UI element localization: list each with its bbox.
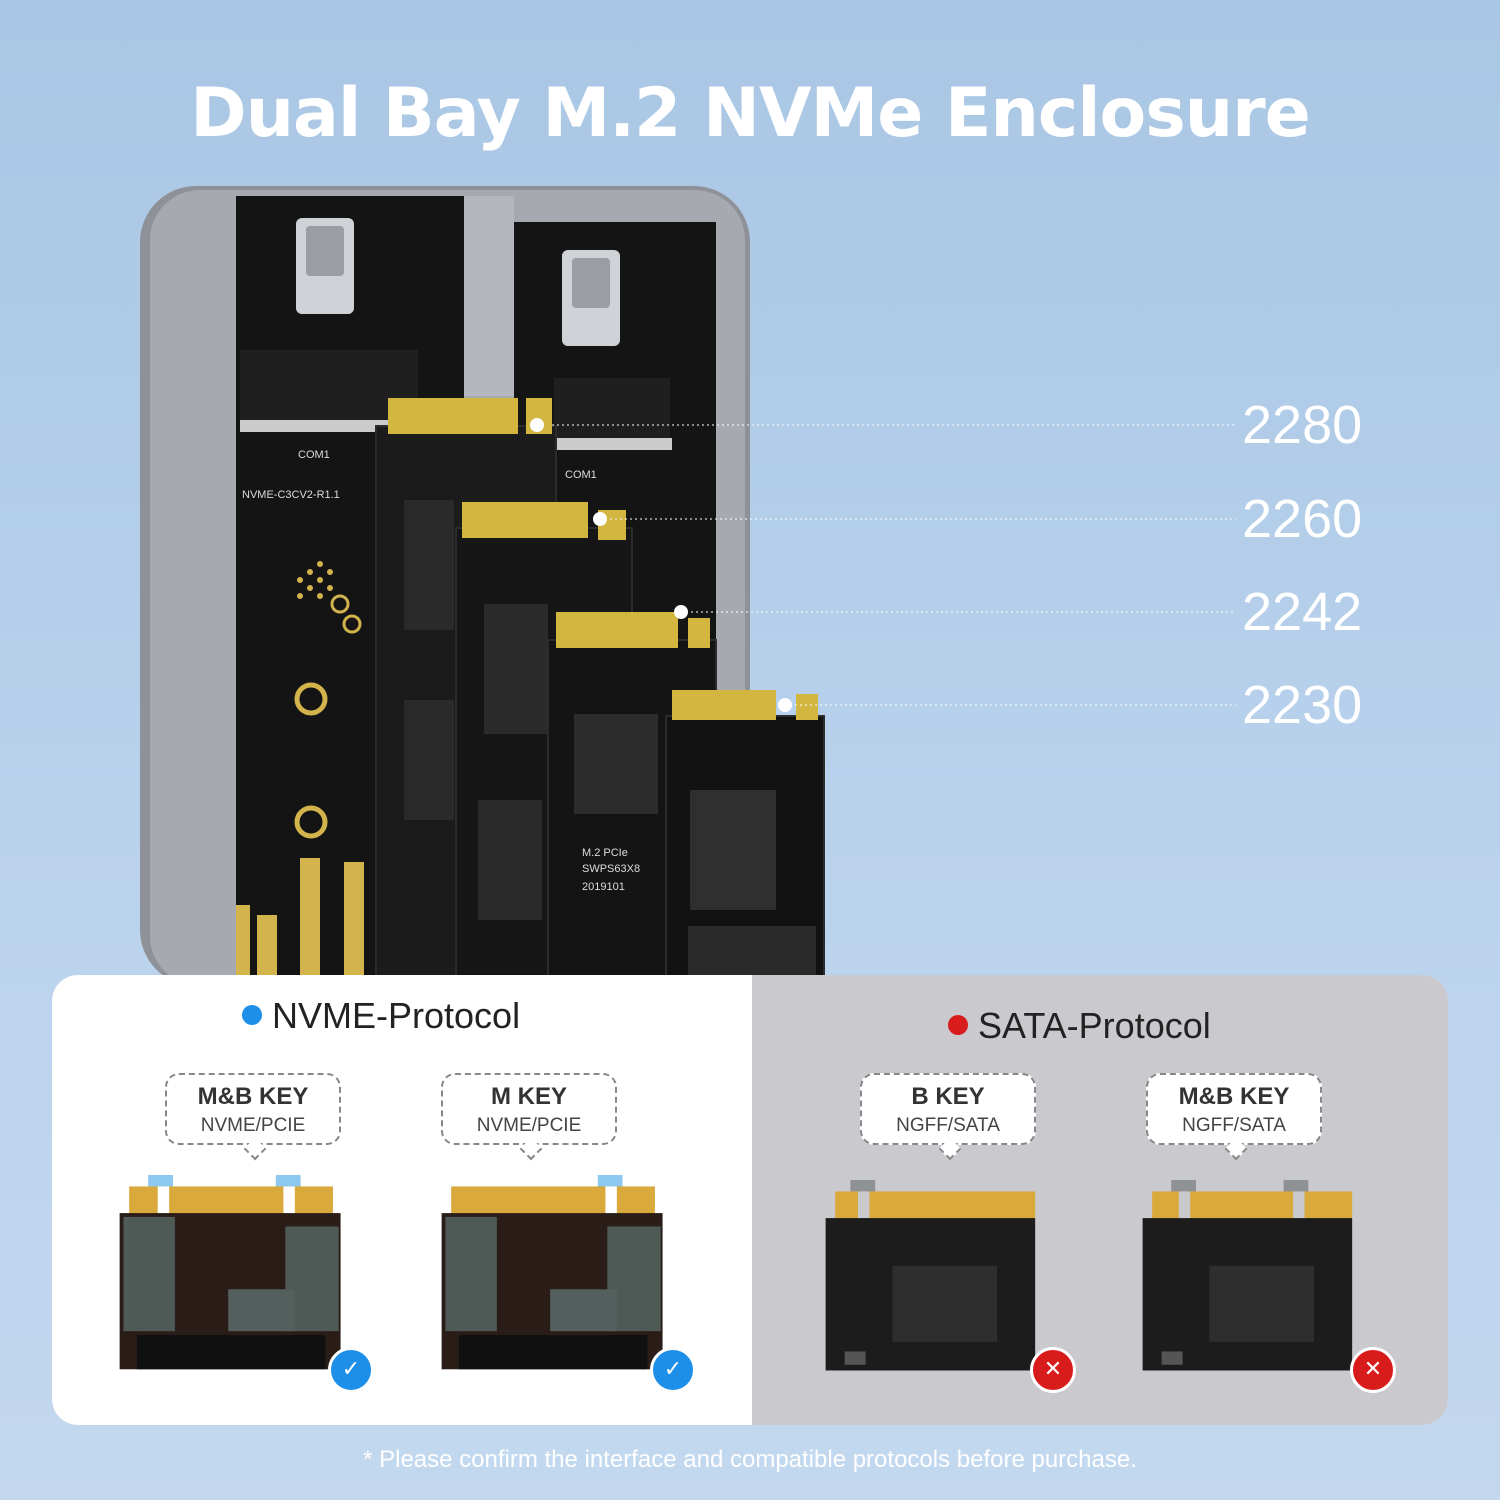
sata-ssd-card-1: [825, 1180, 1036, 1371]
size-label-2230: 2230: [1242, 675, 1363, 735]
sata-card-2-bubble: M&B KEY NGFF/SATA: [1146, 1073, 1322, 1161]
check-icon: ✓: [328, 1347, 374, 1393]
ssd-label-2: SWPS63X8: [582, 863, 640, 875]
nvme-ssd-card-2: [441, 1175, 663, 1370]
cross-icon: ✕: [1350, 1347, 1396, 1393]
ssd-label-3: 2019101: [582, 881, 625, 893]
cross-icon: ✕: [1030, 1347, 1076, 1393]
sata-section: SATA-Protocol B KEY NGFF/SATA M&B KEY NG…: [752, 975, 1448, 1425]
nvme-card-2-bubble: M KEY NVME/PCIE: [441, 1073, 617, 1161]
ssd-label-1: M.2 PCIe: [582, 847, 628, 859]
board-label-com1-left: COM1: [298, 449, 330, 461]
nvme-dot-icon: [242, 1005, 262, 1025]
check-icon: ✓: [650, 1347, 696, 1393]
sata-card-1-bubble: B KEY NGFF/SATA: [860, 1073, 1036, 1161]
sata-dot-icon: [948, 1015, 968, 1035]
sata-ssd-card-2: [1142, 1180, 1353, 1371]
nvme-ssd-card-1: [119, 1175, 341, 1370]
size-label-2242: 2242: [1242, 582, 1363, 642]
page-title: Dual Bay M.2 NVMe Enclosure: [190, 74, 1311, 153]
board-label-com1-right: COM1: [565, 469, 597, 481]
compatibility-panel: NVME-Protocol M&B KEY NVME/PCIE M KEY NV…: [52, 975, 1448, 1425]
size-label-2260: 2260: [1242, 489, 1363, 549]
sata-protocol-title: SATA-Protocol: [948, 1005, 1211, 1047]
footnote: * Please confirm the interface and compa…: [363, 1446, 1137, 1473]
nvme-protocol-title: NVME-Protocol: [242, 995, 520, 1037]
board-label-model: NVME-C3CV2-R1.1: [242, 489, 340, 501]
nvme-card-1-bubble: M&B KEY NVME/PCIE: [165, 1073, 341, 1161]
enclosure-illustration: COM1 NVME-C3CV2-R1.1 COM1 M.2 PCIe SWPS6…: [140, 186, 825, 987]
size-label-2280: 2280: [1242, 395, 1363, 455]
